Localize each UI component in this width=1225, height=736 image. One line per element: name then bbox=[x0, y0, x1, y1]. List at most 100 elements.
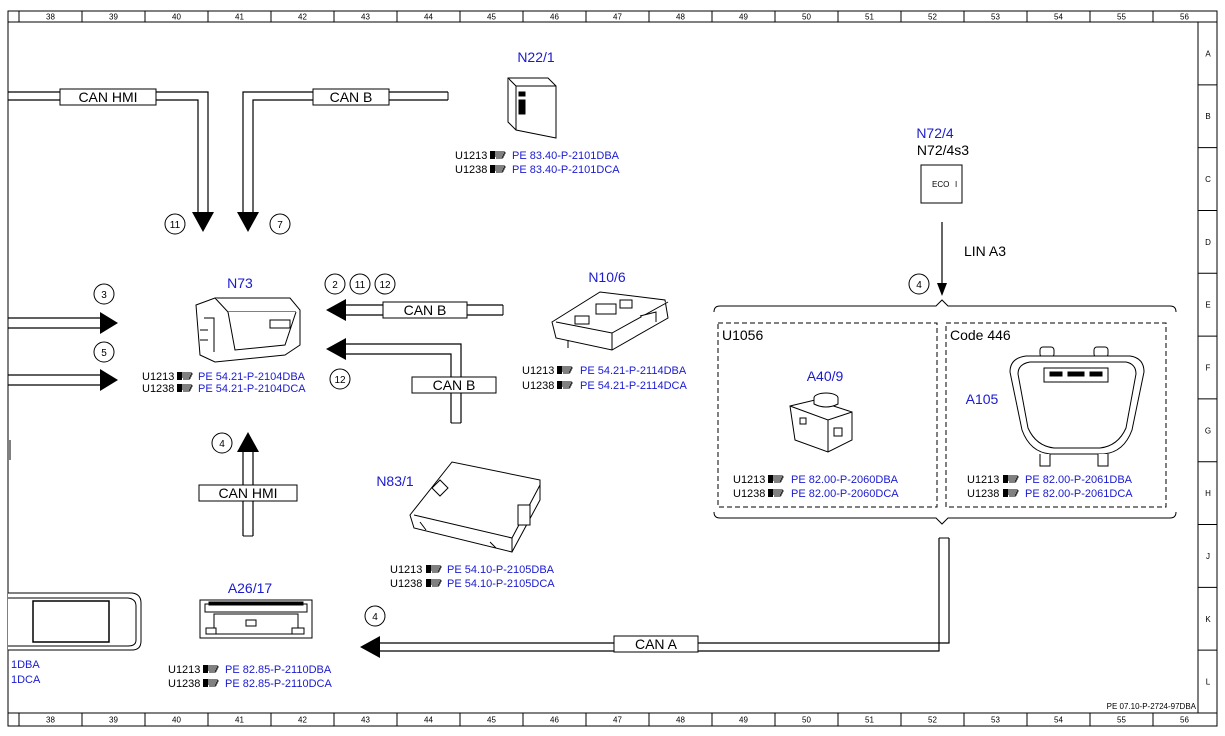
n22-1-component[interactable]: N22/1 U1213 PE 83.40-P-2101DBA U1238 PE … bbox=[455, 49, 620, 176]
column-number: 50 bbox=[802, 716, 811, 725]
svg-text:U1238: U1238 bbox=[967, 488, 999, 500]
a26-17-id: A26/17 bbox=[228, 580, 273, 596]
can-hmi-lower-label: CAN HMI bbox=[218, 485, 277, 501]
column-number: 40 bbox=[172, 13, 181, 22]
svg-text:U1238: U1238 bbox=[142, 383, 174, 395]
can-hmi-upper-line: CAN HMI bbox=[8, 88, 214, 232]
manual-ref-icon bbox=[203, 678, 219, 688]
n73-drawing bbox=[195, 297, 301, 363]
can-b-right-line: CAN B bbox=[326, 299, 504, 321]
row-letter: J bbox=[1206, 552, 1210, 561]
n10-6-refs: U1213 PE 54.21-P-2114DBA U1238 PE 54.21-… bbox=[522, 365, 687, 392]
manual-ref-icon bbox=[490, 150, 506, 160]
manual-ref-icon bbox=[177, 371, 193, 381]
manual-ref-icon bbox=[768, 474, 784, 484]
svg-text:4: 4 bbox=[372, 612, 378, 623]
a26-17-component[interactable]: A26/17 U1213 PE 82.85-P-2110DBA U1238 PE… bbox=[168, 580, 332, 690]
a105-id: A105 bbox=[966, 391, 999, 407]
n22-1-drawing bbox=[507, 77, 557, 139]
row-letter: C bbox=[1205, 175, 1211, 184]
lin-a3-line: LIN A3 4 bbox=[908, 222, 1006, 296]
column-number: 56 bbox=[1180, 716, 1189, 725]
column-number: 44 bbox=[424, 13, 433, 22]
n73-ref1-link[interactable]: PE 54.21-P-2104DBA bbox=[198, 371, 306, 383]
column-number: 44 bbox=[424, 716, 433, 725]
n10-6-id: N10/6 bbox=[588, 269, 626, 285]
a40-9-ref2-link[interactable]: PE 82.00-P-2060DCA bbox=[791, 488, 899, 500]
manual-ref-icon bbox=[557, 380, 573, 390]
a26-17-ref1-link[interactable]: PE 82.85-P-2110DBA bbox=[225, 664, 332, 676]
svg-text:5: 5 bbox=[101, 348, 107, 359]
column-number: 48 bbox=[676, 13, 685, 22]
svg-text:U1213: U1213 bbox=[967, 474, 999, 486]
row-letter: D bbox=[1205, 238, 1211, 247]
eco-symbol: I bbox=[955, 180, 957, 189]
column-number: 55 bbox=[1117, 716, 1126, 725]
column-number: 40 bbox=[172, 716, 181, 725]
n83-1-refs: U1213 PE 54.10-P-2105DBA U1238 PE 54.10-… bbox=[390, 564, 555, 590]
u1056-label: U1056 bbox=[722, 327, 763, 343]
row-letter: F bbox=[1206, 364, 1211, 373]
column-number: 52 bbox=[928, 13, 937, 22]
svg-text:12: 12 bbox=[334, 375, 346, 386]
row-letter: H bbox=[1205, 489, 1211, 498]
column-number: 42 bbox=[298, 716, 307, 725]
n83-1-ref2-link[interactable]: PE 54.10-P-2105DCA bbox=[447, 578, 555, 590]
n73-ref2-link[interactable]: PE 54.21-P-2104DCA bbox=[198, 383, 306, 395]
left-ref1-link[interactable]: 1DBA bbox=[11, 659, 40, 671]
can-b-lower-label: CAN B bbox=[433, 377, 476, 393]
input-3-line: 3 bbox=[8, 283, 118, 334]
n22-1-refs: U1213 PE 83.40-P-2101DBA U1238 PE 83.40-… bbox=[455, 150, 620, 176]
a40-9-component[interactable]: A40/9 U1213 PE 82.00-P-2060DBA U1238 PE … bbox=[733, 368, 899, 500]
can-a-line: CAN A 4 bbox=[360, 537, 950, 658]
a40-9-id: A40/9 bbox=[807, 368, 844, 384]
can-hmi-lower-line: CAN HMI 4 bbox=[198, 432, 298, 537]
manual-ref-icon bbox=[426, 578, 442, 588]
n10-6-component[interactable]: N10/6 U1213 PE 54.21-P-2114DBA U1238 PE … bbox=[522, 269, 687, 392]
column-number: 41 bbox=[235, 716, 244, 725]
n83-1-id: N83/1 bbox=[376, 473, 414, 489]
a105-ref2-link[interactable]: PE 82.00-P-2061DCA bbox=[1025, 488, 1133, 500]
row-letter: A bbox=[1205, 49, 1211, 58]
left-ref2-link[interactable]: 1DCA bbox=[11, 674, 41, 686]
column-number: 53 bbox=[991, 13, 1000, 22]
column-number: 47 bbox=[613, 13, 622, 22]
row-letter: L bbox=[1206, 678, 1211, 687]
n22-1-ref1-link[interactable]: PE 83.40-P-2101DBA bbox=[512, 150, 620, 162]
n73-component[interactable]: N73 U1213 PE 54.21-P-2104DBA U1238 PE 54… bbox=[142, 275, 306, 395]
svg-text:U1213: U1213 bbox=[390, 564, 422, 576]
column-number: 39 bbox=[109, 13, 118, 22]
svg-text:U1213: U1213 bbox=[455, 150, 487, 162]
a40-9-drawing bbox=[789, 392, 853, 453]
n22-1-id: N22/1 bbox=[517, 49, 555, 65]
n10-6-ref2-link[interactable]: PE 54.21-P-2114DCA bbox=[580, 380, 687, 392]
column-number: 51 bbox=[865, 716, 874, 725]
svg-text:U1238: U1238 bbox=[455, 164, 487, 176]
manual-ref-icon bbox=[768, 488, 784, 498]
row-letter: E bbox=[1205, 301, 1210, 310]
n10-6-drawing bbox=[551, 291, 669, 351]
svg-text:U1213: U1213 bbox=[142, 371, 174, 383]
a105-ref1-link[interactable]: PE 82.00-P-2061DBA bbox=[1025, 474, 1133, 486]
n22-1-ref2-link[interactable]: PE 83.40-P-2101DCA bbox=[512, 164, 620, 176]
n10-6-ref1-link[interactable]: PE 54.21-P-2114DBA bbox=[580, 365, 687, 377]
n83-1-ref1-link[interactable]: PE 54.10-P-2105DBA bbox=[447, 564, 555, 576]
a105-component[interactable]: A105 U1213 PE 82.00-P-2061DBA U1238 PE 8… bbox=[966, 346, 1145, 500]
n83-1-component[interactable]: N83/1 U1213 PE 54.10-P-2105DBA U1238 PE … bbox=[376, 461, 555, 590]
manual-ref-icon bbox=[177, 383, 193, 393]
u1056-group: U1056 bbox=[717, 322, 938, 508]
column-number: 54 bbox=[1054, 716, 1063, 725]
svg-text:7: 7 bbox=[277, 220, 283, 231]
column-number: 56 bbox=[1180, 13, 1189, 22]
can-b-label: CAN B bbox=[330, 89, 373, 105]
column-number: 49 bbox=[739, 13, 748, 22]
n72-4-component[interactable]: N72/4 N72/4s3 ECO I bbox=[916, 125, 969, 204]
can-b-right-label: CAN B bbox=[404, 302, 447, 318]
eco-switch[interactable] bbox=[920, 164, 963, 204]
a26-17-refs: U1213 PE 82.85-P-2110DBA U1238 PE 82.85-… bbox=[168, 664, 332, 690]
a26-17-ref2-link[interactable]: PE 82.85-P-2110DCA bbox=[225, 678, 332, 690]
a40-9-ref1-link[interactable]: PE 82.00-P-2060DBA bbox=[791, 474, 899, 486]
svg-text:U1238: U1238 bbox=[390, 578, 422, 590]
